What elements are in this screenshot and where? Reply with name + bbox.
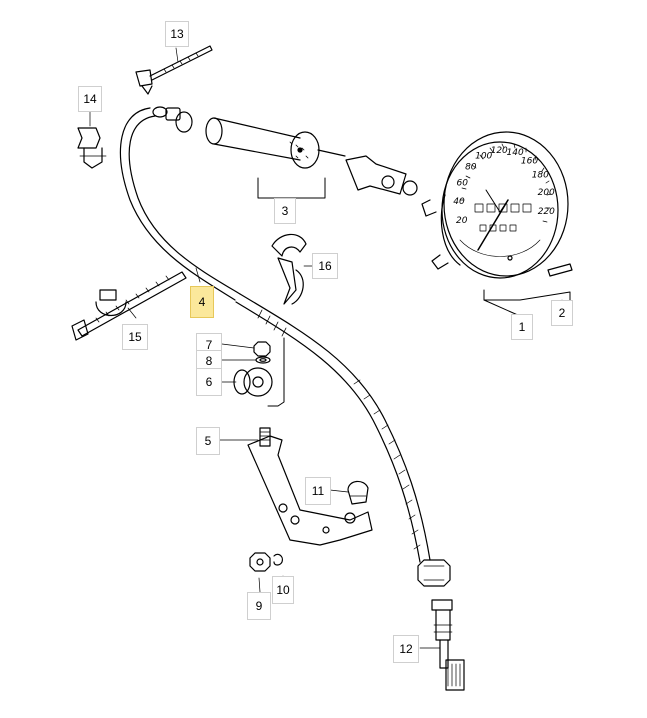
callout-6[interactable]: 6 (196, 368, 222, 396)
callout-3[interactable]: 3 (274, 198, 296, 224)
callout-1[interactable]: 1 (511, 314, 533, 340)
nut-washer-bushing (233, 337, 285, 407)
speedometer-gauge (421, 131, 573, 317)
callout-10[interactable]: 10 (272, 576, 294, 604)
callout-2[interactable]: 2 (551, 300, 573, 326)
speed-label-220: 220 (538, 207, 555, 217)
speed-label-100: 100 (475, 151, 492, 161)
speed-label-60: 60 (456, 179, 468, 189)
bracket-5 (247, 427, 373, 546)
nut-9-clip-10 (249, 552, 283, 572)
clip-14 (77, 127, 107, 169)
tie-wrap-13 (135, 45, 213, 95)
speed-label-160: 160 (521, 157, 538, 167)
callout-13[interactable]: 13 (165, 21, 189, 47)
speed-label-140: 140 (507, 148, 524, 158)
callout-8[interactable]: 8 (196, 350, 222, 372)
speed-label-180: 180 (532, 170, 549, 180)
callout-4[interactable]: 4 (190, 286, 214, 318)
speed-label-200: 200 (538, 188, 555, 198)
callout-9[interactable]: 9 (247, 592, 271, 620)
speed-label-20: 20 (456, 216, 468, 226)
callout-11[interactable]: 11 (305, 477, 331, 505)
callout-15[interactable]: 15 (122, 324, 148, 350)
speedometer-cable (119, 106, 451, 587)
clip-16 (271, 233, 307, 305)
callout-14[interactable]: 14 (78, 86, 102, 112)
callout-16[interactable]: 16 (312, 253, 338, 279)
tie-strap-15 (71, 271, 187, 341)
leader-lines (89, 47, 563, 649)
callout-12[interactable]: 12 (393, 635, 419, 663)
drive-gear-assembly (431, 599, 465, 691)
speed-label-120: 120 (491, 146, 508, 156)
cap-11 (347, 480, 369, 505)
part-3-shaft (205, 117, 418, 213)
speed-label-80: 80 (465, 163, 477, 173)
callout-5[interactable]: 5 (196, 427, 220, 455)
speed-label-40: 40 (453, 197, 465, 207)
